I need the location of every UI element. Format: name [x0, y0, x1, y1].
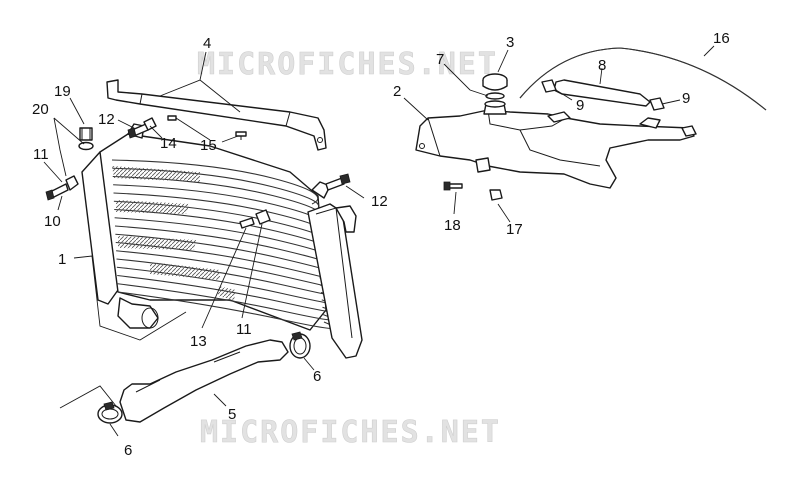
nut-11-center — [255, 209, 271, 225]
label-overflow-hose: 8 — [598, 57, 606, 74]
screw-18 — [443, 181, 463, 191]
label-screw-bracket: 15 — [200, 137, 217, 154]
hose-lower — [119, 339, 289, 423]
nut-17 — [489, 189, 503, 201]
label-screw-tank: 18 — [444, 217, 461, 234]
radiator — [81, 123, 363, 359]
nut-11-left — [65, 175, 79, 191]
label-radiator: 1 — [58, 251, 66, 268]
label-bolt-right: 12 — [371, 193, 388, 210]
label-clip-right: 9 — [682, 90, 690, 107]
label-tank-cap: 3 — [506, 34, 514, 51]
nut-14 — [143, 117, 157, 131]
cap-seal — [485, 92, 505, 100]
leader-lines — [43, 45, 715, 437]
tank-cap — [482, 73, 508, 91]
bolt-10 — [45, 183, 69, 201]
bolt-12-right — [325, 173, 351, 191]
watermark-top: MICROFICHES.NET — [197, 47, 498, 82]
label-bush: 19 — [54, 83, 71, 100]
callout-labels: 1 2 3 4 5 6 6 7 8 9 9 10 11 11 12 12 13 … — [32, 30, 730, 459]
label-expansion-tank: 2 — [393, 83, 401, 100]
bolt-13 — [239, 217, 255, 229]
label-bolt-top: 12 — [98, 111, 115, 128]
label-cap-seal: 7 — [436, 51, 444, 68]
clip-9-left — [541, 79, 557, 93]
radiator-fin — [111, 159, 319, 205]
screw-15 — [167, 115, 247, 140]
label-nut-left: 11 — [33, 146, 49, 163]
label-clamp-left: 6 — [124, 442, 132, 459]
clip-9-right — [649, 97, 665, 111]
overflow-hose — [553, 79, 651, 107]
breather-hose — [519, 47, 767, 111]
clamp-6-right — [289, 331, 311, 359]
label-nut-top: 14 — [160, 135, 177, 152]
expansion-tank — [415, 100, 697, 189]
label-clip-left: 9 — [576, 97, 584, 114]
watermark-bottom: MICROFICHES.NET — [200, 415, 501, 450]
label-hose-lower: 5 — [228, 406, 236, 423]
label-clamp-right: 6 — [313, 368, 321, 385]
grommet-20 — [78, 141, 94, 151]
label-nut-center: 11 — [236, 321, 252, 338]
label-nut-tank: 17 — [506, 221, 523, 238]
bush-19 — [79, 127, 93, 141]
clamp-6-left — [97, 401, 123, 424]
label-bolt-center: 13 — [190, 333, 207, 350]
label-grommet: 20 — [32, 101, 49, 118]
label-bolt-left: 10 — [44, 213, 61, 230]
label-support-bracket: 4 — [203, 35, 211, 52]
support-bracket — [106, 79, 327, 151]
label-breather-hose: 16 — [713, 30, 730, 47]
